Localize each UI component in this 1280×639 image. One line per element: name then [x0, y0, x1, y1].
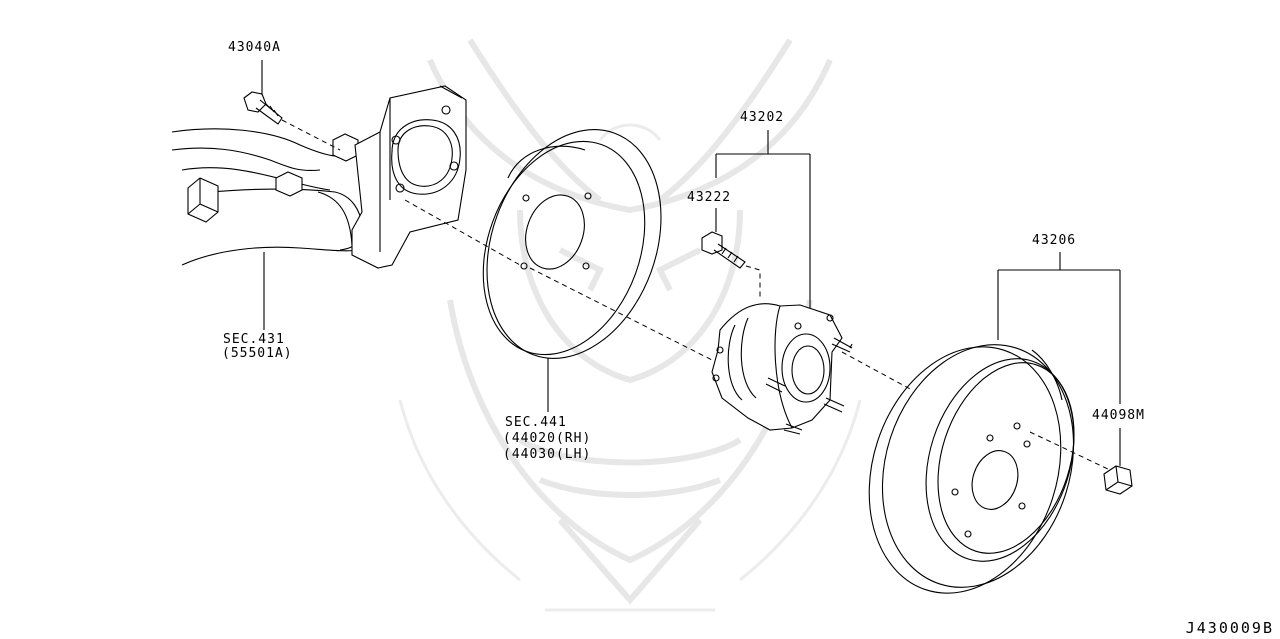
hub-bearing-43202: [711, 303, 853, 435]
label-sec441-line1: SEC.441: [505, 415, 567, 430]
plug-44098M: [1103, 465, 1133, 495]
backing-plate: [482, 129, 662, 359]
leader-lines: [261, 60, 1121, 466]
diagram-code: J430009B: [1185, 619, 1274, 637]
brake-drum-43206: [868, 344, 1075, 594]
axle-beam: [171, 85, 467, 269]
label-sec431-line2: (55501A): [222, 346, 293, 361]
label-44098M: 44098M: [1092, 408, 1145, 423]
label-sec441-line2: (44020(RH): [503, 431, 592, 446]
label-sec431-line1: SEC.431: [223, 332, 285, 347]
label-43206: 43206: [1032, 233, 1077, 248]
label-43202: 43202: [740, 110, 785, 125]
bolt-43040A: [243, 91, 283, 125]
label-43222: 43222: [687, 190, 732, 205]
label-43040A: 43040A: [228, 40, 281, 55]
bolt-43222: [701, 231, 746, 269]
watermark-logo: [398, 38, 862, 612]
label-sec441-line3: (44030(LH): [503, 447, 592, 462]
